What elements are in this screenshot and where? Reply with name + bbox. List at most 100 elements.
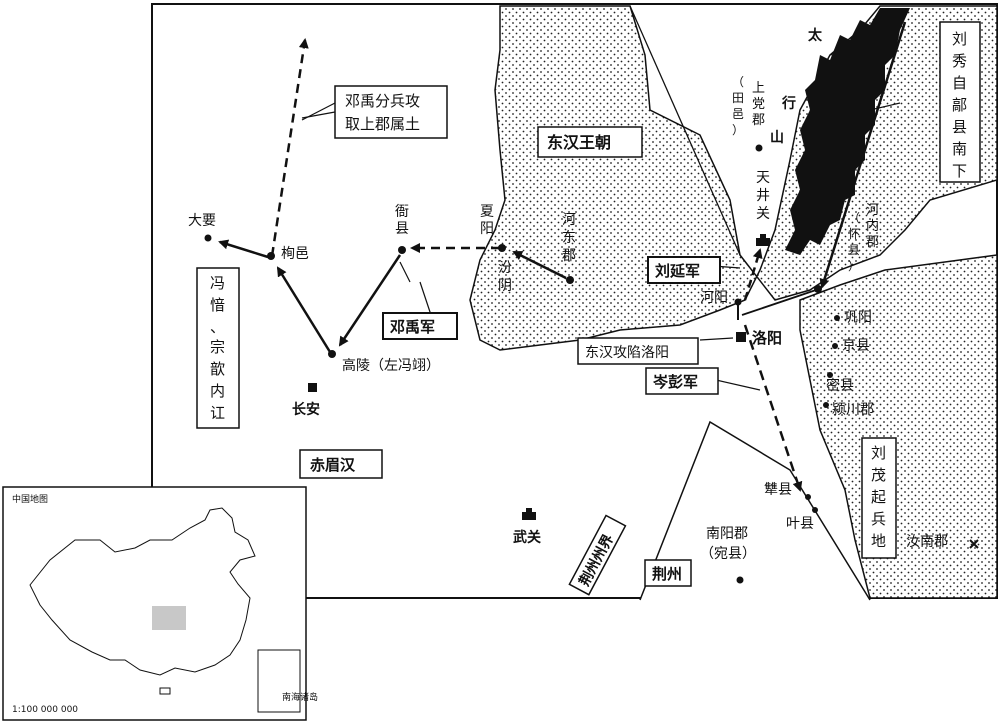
svg-text:秀: 秀: [952, 52, 967, 70]
inset-south-sea-box: [257, 649, 301, 713]
city-nanyang: [736, 576, 744, 584]
label-gaoling: 高陵（左冯翊）: [342, 357, 440, 374]
box-donghan: 东汉王朝: [537, 126, 643, 158]
svg-text:歆: 歆: [210, 360, 225, 378]
label-taihang-2: 行: [781, 95, 796, 112]
box-liuxiu-south: 刘 秀 自 鄗 县 南 下: [939, 21, 981, 183]
label-tianjingguan-1: 天: [756, 170, 770, 186]
label-luoyang: 洛阳: [752, 329, 782, 347]
box-luoyang-fall: 东汉攻陷洛阳: [577, 337, 699, 365]
city-heyang: [734, 298, 742, 306]
label-taihang-3: 山: [770, 130, 784, 146]
label-hedong-2: 东: [562, 230, 576, 246]
label-huaixian-1: （: [848, 211, 860, 225]
inset-hainan: [159, 687, 171, 695]
region-donghan-east: [799, 254, 998, 599]
svg-text:愔: 愔: [210, 296, 225, 314]
label-fenyin-1: 汾: [498, 260, 512, 276]
svg-text:取上郡属土: 取上郡属土: [345, 115, 420, 133]
label-huaixian-3: 县: [848, 243, 860, 257]
svg-text:县: 县: [952, 118, 967, 136]
label-shangdang-2: 党: [752, 97, 765, 112]
svg-text:起: 起: [871, 488, 886, 506]
label-xiayang-2: 阳: [480, 221, 494, 237]
route-dengyu-north: [270, 38, 309, 257]
svg-text:东汉王朝: 东汉王朝: [547, 133, 611, 152]
svg-text:兵: 兵: [871, 510, 886, 528]
svg-text:邓禹分兵攻: 邓禹分兵攻: [345, 92, 420, 110]
label-tianyi-2: 田: [732, 91, 744, 105]
svg-text:鄗: 鄗: [952, 96, 967, 114]
svg-text:刘: 刘: [871, 444, 886, 462]
label-shangdang-3: 郡: [752, 113, 765, 128]
svg-text:、: 、: [210, 318, 225, 336]
city-yingchuan: [823, 402, 829, 408]
label-henei-2: 内: [866, 218, 879, 234]
label-henei-1: 河: [866, 203, 879, 218]
city-gaoling: [328, 350, 336, 358]
route-henei-heyang: [741, 289, 817, 316]
svg-text:地: 地: [871, 532, 886, 550]
label-shangdang-1: 上: [752, 81, 765, 96]
label-yingchuan: 颍川郡: [832, 402, 874, 418]
label-dayao: 大要: [188, 213, 216, 229]
city-dayao: [204, 234, 212, 242]
svg-text:邓禹军: 邓禹军: [390, 318, 435, 336]
inset-south-sea-label: 南海诸岛: [282, 691, 318, 703]
route-liuxiu-south: [819, 21, 907, 289]
svg-text:下: 下: [952, 162, 967, 180]
city-markers: [204, 144, 979, 584]
label-tianjingguan-3: 关: [756, 206, 770, 222]
label-changan: 长安: [292, 401, 320, 418]
label-jingxian: 京县: [842, 338, 870, 354]
route-liuyan: [743, 248, 763, 301]
box-chimei: 赤眉汉: [299, 449, 383, 479]
svg-text:东汉攻陷洛阳: 东汉攻陷洛阳: [585, 345, 669, 361]
svg-text:茂: 茂: [871, 466, 886, 484]
city-shexian: [805, 494, 811, 500]
box-cenpeng-army: 岑彭军: [645, 367, 719, 395]
boundary-line: [629, 5, 741, 256]
inset-scale: 1:100 000 000: [12, 705, 78, 715]
svg-text:荆州: 荆州: [652, 565, 682, 583]
svg-text:南: 南: [952, 140, 967, 158]
inset-highlight-region: [152, 606, 186, 630]
route-hedong-xiayang: [512, 250, 567, 280]
label-wanxian: （宛县）: [700, 546, 756, 562]
box-liuyan-army: 刘延军: [647, 256, 721, 284]
label-hedong-1: 河: [562, 212, 576, 228]
city-yexian: [812, 507, 818, 513]
city-gongyang: [834, 315, 840, 321]
svg-text:岑彭军: 岑彭军: [652, 373, 698, 391]
label-heyang: 河阳: [700, 290, 728, 306]
city-shangdang: [755, 144, 763, 152]
label-runan: 汝南郡: [906, 534, 948, 550]
label-tianyi-4: ）: [732, 123, 744, 137]
city-xiayang: [498, 244, 506, 252]
box-jingzhou: 荆州: [644, 559, 692, 587]
jingzhou-boundary: [639, 420, 871, 601]
city-jingxian: [832, 343, 838, 349]
svg-text:内: 内: [210, 382, 225, 400]
route-cenpeng: [743, 324, 803, 492]
label-yaxian-2: 县: [395, 221, 409, 237]
svg-text:赤眉汉: 赤眉汉: [310, 456, 356, 474]
city-xunyi: [267, 252, 275, 260]
label-huaixian-2: 怀: [848, 227, 860, 241]
label-mixian: 密县: [826, 377, 854, 394]
capital-changan: [308, 383, 317, 392]
box-feng-zong: 冯 愔 、 宗 歆 内 讧: [196, 267, 240, 429]
capital-luoyang: [736, 332, 746, 342]
city-hedong: [566, 276, 574, 284]
label-shexian: 犨县: [764, 482, 792, 498]
label-tianyi-3: 邑: [732, 107, 744, 121]
label-yexian: 叶县: [786, 516, 814, 532]
label-hedong-3: 郡: [562, 248, 576, 264]
box-dengyu-split: 邓禹分兵攻 取上郡属土: [334, 85, 448, 139]
label-tianyi-1: （: [732, 75, 744, 89]
label-nanyang: 南阳郡: [706, 526, 748, 542]
route-to-dayao: [218, 239, 269, 259]
svg-text:宗: 宗: [210, 338, 225, 356]
